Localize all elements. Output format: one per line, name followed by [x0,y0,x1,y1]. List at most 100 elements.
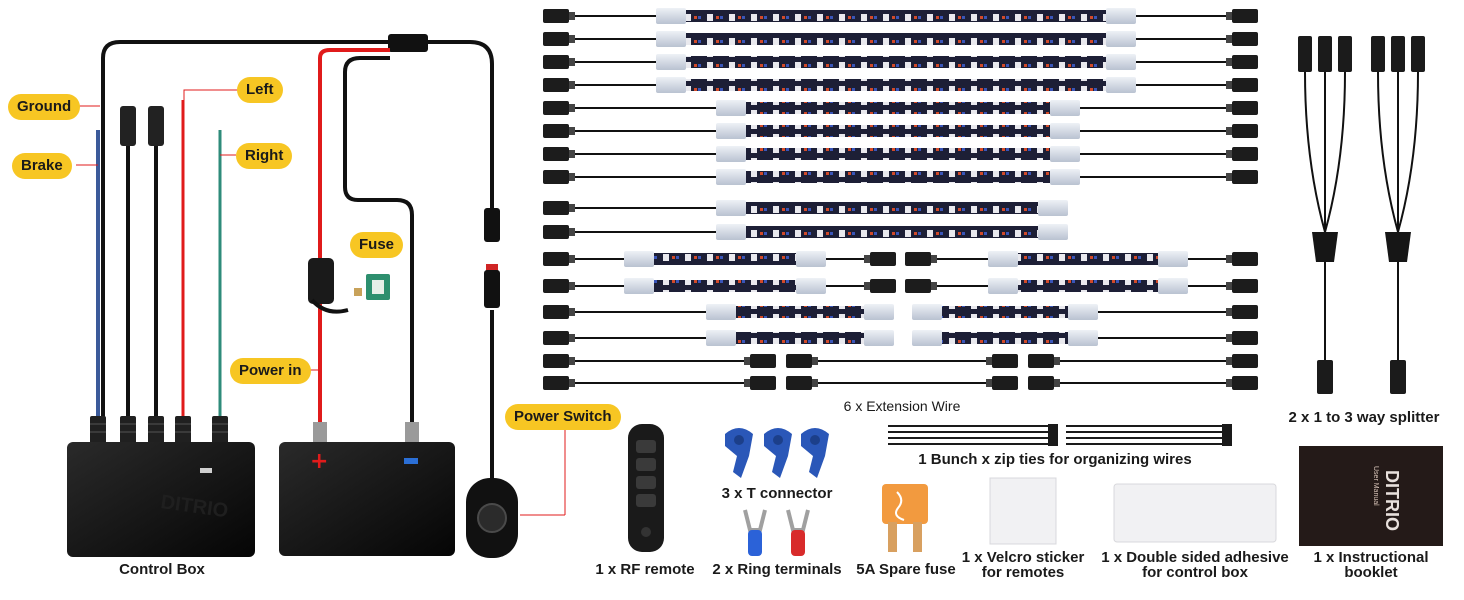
label-power-switch: Power Switch [505,404,621,430]
connector-plug [543,147,569,161]
led-strip [942,306,1068,318]
splitter-plug [1298,36,1312,72]
rf-remote [628,424,664,552]
box-port [90,416,106,444]
ring-terminals [743,509,810,556]
strip-end-cap [1158,251,1188,267]
connector-plug [543,376,569,390]
switch-wire-upper [390,40,494,210]
led-strip [736,306,864,318]
connector-plug [543,354,569,368]
connector-plug [992,376,1018,390]
caption-extension-wire: 6 x Extension Wire [843,398,961,414]
zip-ties [888,424,1232,446]
connector-plug [543,331,569,345]
led-strip [746,148,1050,160]
splitter-plug [1338,36,1352,72]
strip-end-cap [912,330,942,346]
connector-plug [786,376,812,390]
connector-plug [543,9,569,23]
battery-terminal-positive [313,422,327,442]
connector-plug [1232,55,1258,69]
caption-adhesive-line2: for control box [1142,564,1248,581]
strip-end-cap [1106,54,1136,70]
connector-plug [1232,9,1258,23]
led-strip [746,125,1050,137]
connector-plug [905,252,931,266]
caption-rf-remote: 1 x RF remote [595,561,695,578]
connector-plug [1028,376,1054,390]
led-strip [746,226,1038,238]
connector-plug [543,170,569,184]
box-port [175,416,191,444]
led-strip [746,171,1050,183]
connector-plug [543,55,569,69]
led-strip [942,332,1068,344]
caption-velcro-line1: 1 x Velcro sticker [961,549,1085,566]
caption-adhesive-line1: 1 x Double sided adhesive [1101,549,1289,566]
led-strip [686,79,1106,91]
strip-end-cap [796,278,826,294]
fuse-holder [308,258,334,304]
t-connector [801,428,829,478]
control-box: DITRIO [67,416,255,557]
connector-plug [1232,78,1258,92]
t-connector [725,428,753,478]
strip-end-cap [716,224,746,240]
led-strip [654,253,796,265]
caption-spare-fuse: 5A Spare fuse [856,561,956,578]
plug-a [120,106,136,146]
connector-plug [786,354,812,368]
strip-end-cap [656,8,686,24]
caption-control-box: Control Box [119,561,205,578]
splitter-junction [1385,232,1411,262]
strip-end-cap [1038,224,1068,240]
connector-plug [1232,124,1258,138]
connector-plug [1232,252,1258,266]
strip-end-cap [864,304,894,320]
strip-end-cap [706,304,736,320]
strip-end-cap [1050,146,1080,162]
strip-end-cap [1050,100,1080,116]
box-port [120,416,136,444]
splitter-plug [1390,360,1406,394]
led-strips [543,8,1258,390]
strip-end-cap [1038,200,1068,216]
splitter-plug [1391,36,1405,72]
caption-t-connector: 3 x T connector [721,485,833,502]
strip-end-cap [716,169,746,185]
connector-plug [870,252,896,266]
led-strip [746,102,1050,114]
strip-end-cap [656,77,686,93]
strip-end-cap [656,31,686,47]
strip-end-cap [716,200,746,216]
manual-title: User Manual [1372,466,1379,506]
connector-plug [870,279,896,293]
strip-end-cap [716,123,746,139]
strip-end-cap [796,251,826,267]
spare-fuse [882,484,928,552]
led-strip [1018,280,1158,292]
fuse-board [354,274,390,300]
connector-plug [1232,101,1258,115]
switch-plug-band [486,264,498,272]
box-port [148,416,164,444]
led-strip [736,332,864,344]
battery-terminal-negative [405,422,419,442]
connector-plug [543,32,569,46]
led-strip [746,202,1038,214]
led-strip [686,10,1106,22]
strip-end-cap [988,278,1018,294]
caption-zip-ties: 1 Bunch x zip ties for organizing wires [918,451,1192,468]
led-strip [654,280,796,292]
connector-plug [543,201,569,215]
t-connectors [725,428,829,478]
strip-end-cap [706,330,736,346]
connector-plug [543,252,569,266]
splitter-plug [1318,36,1332,72]
connector-plug [750,354,776,368]
strip-end-cap [864,330,894,346]
label-right: Right [236,143,293,169]
connector-plug [1028,354,1054,368]
connector-plug [543,101,569,115]
